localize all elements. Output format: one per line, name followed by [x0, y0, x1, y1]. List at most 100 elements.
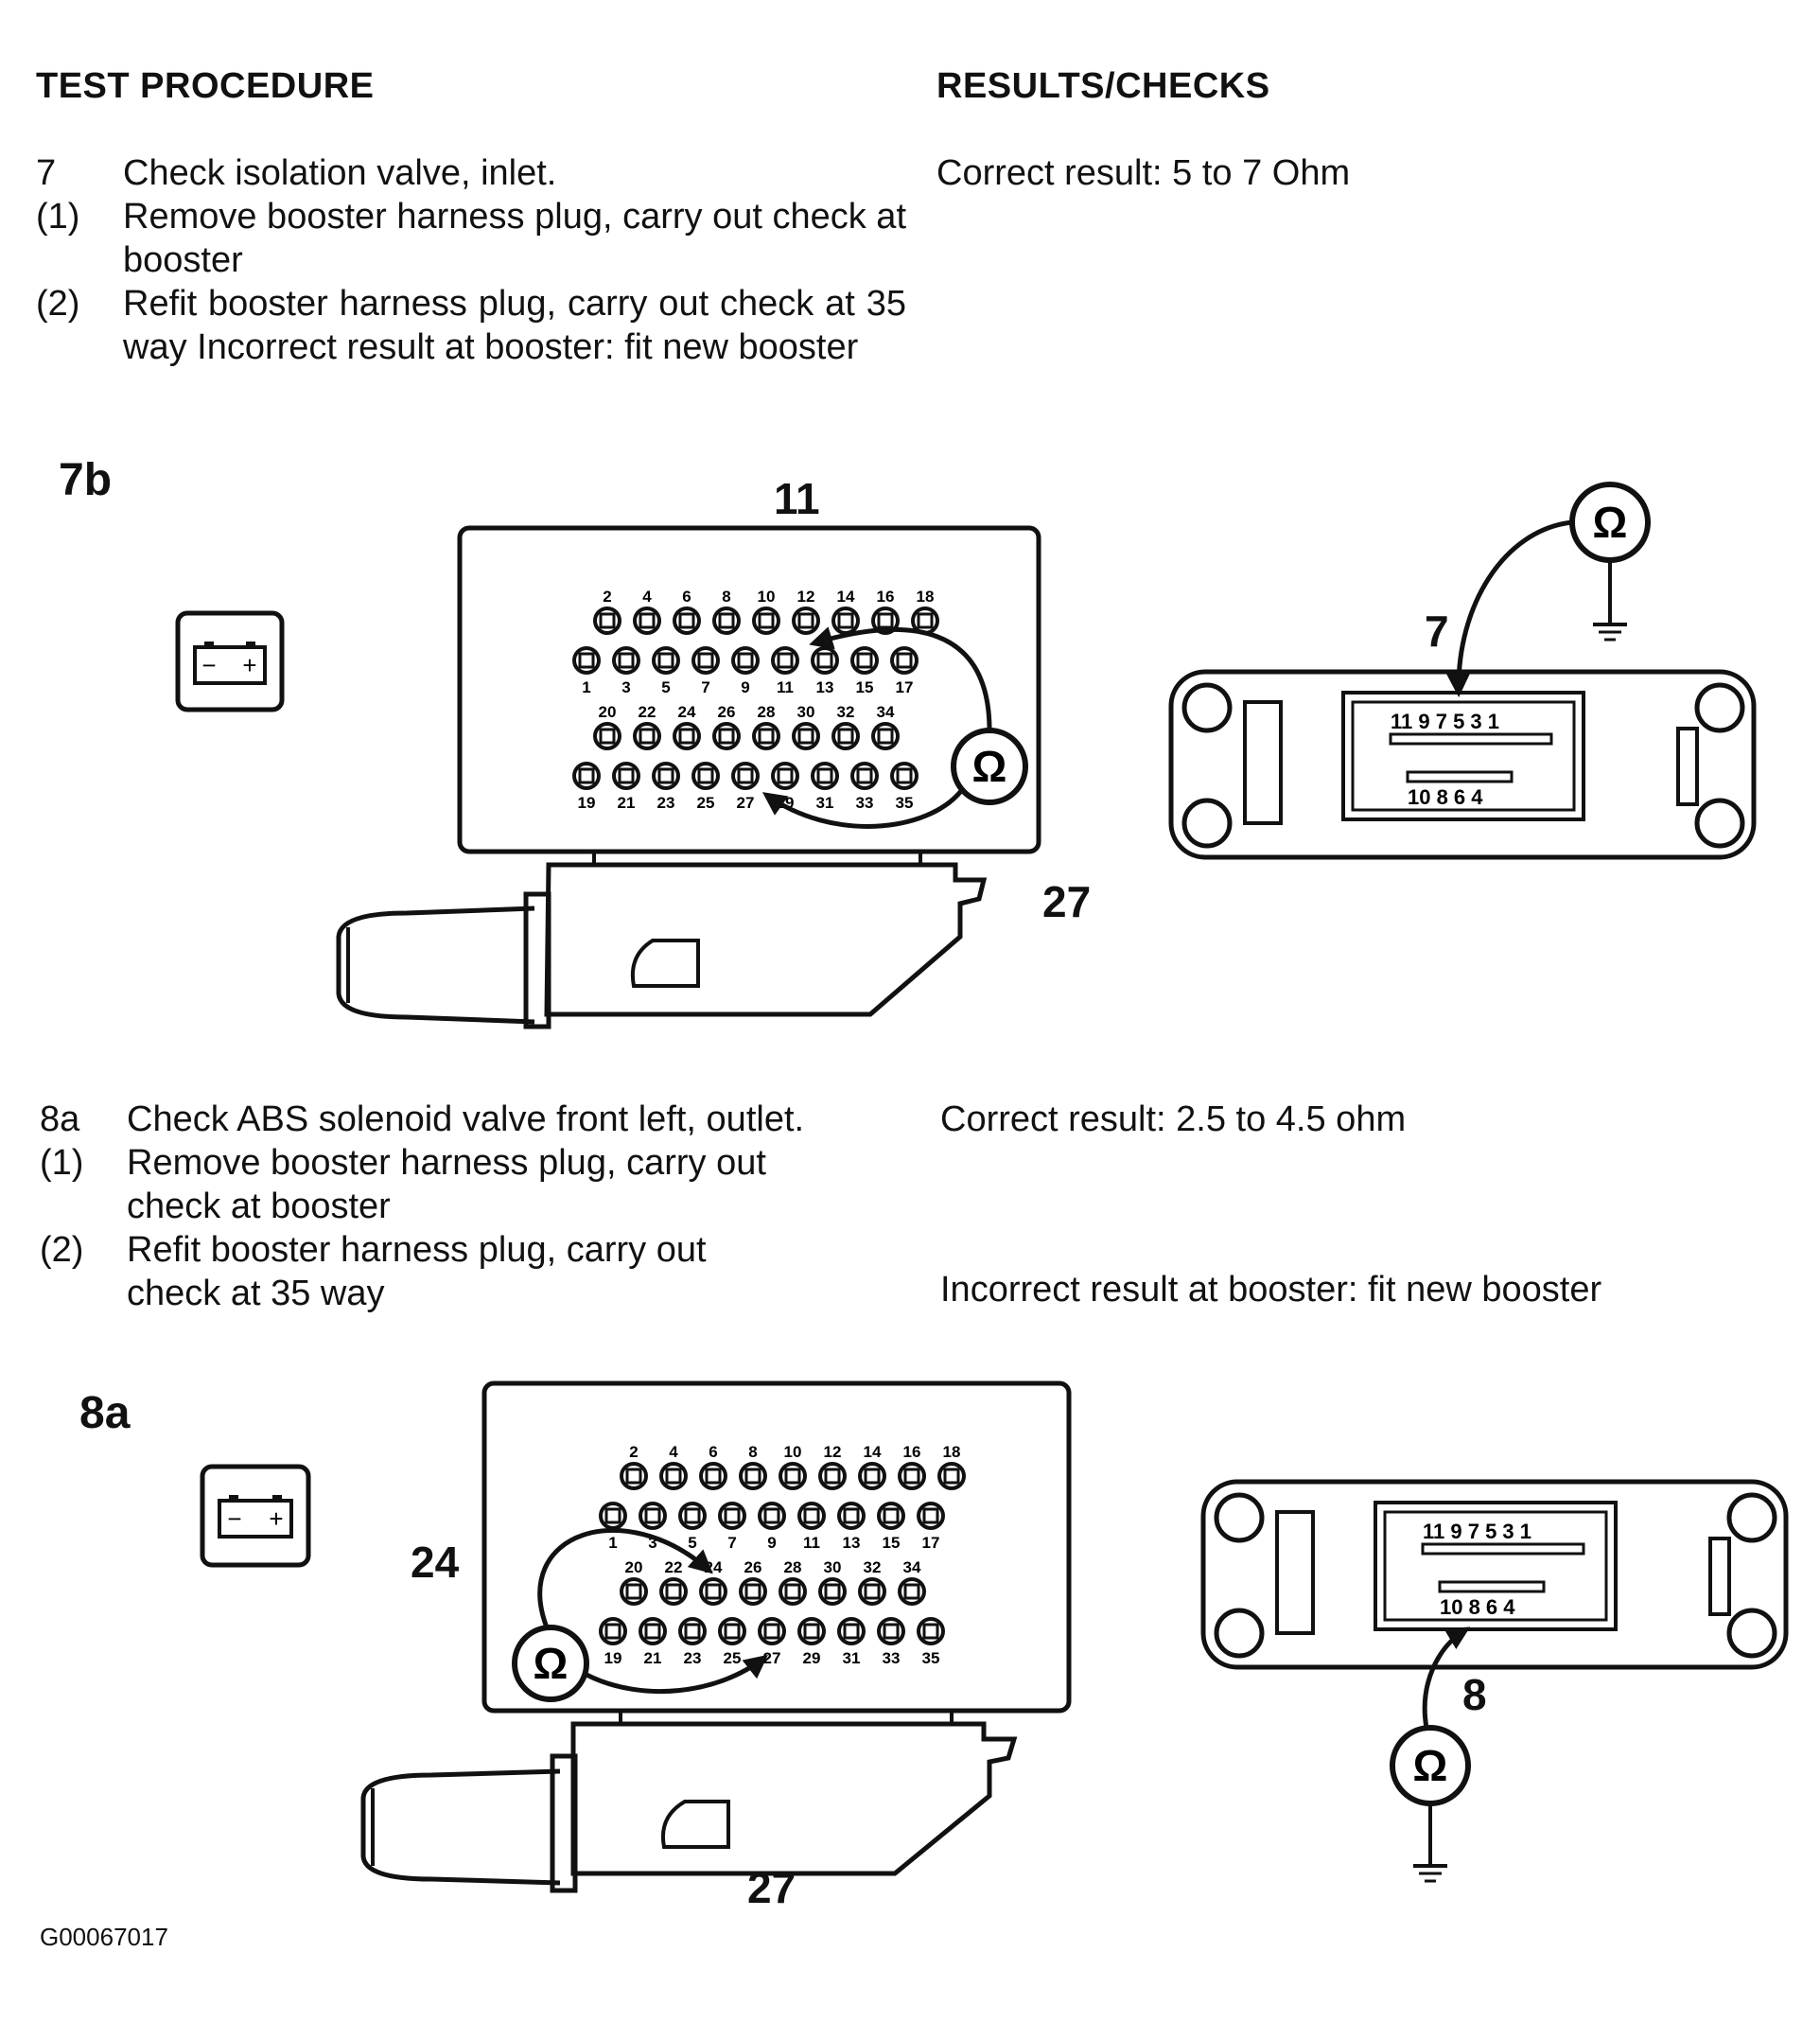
connector-pin: 34 [898, 1558, 926, 1606]
pin-number-label: 21 [644, 1649, 662, 1667]
substep-number: (2) [40, 1230, 84, 1270]
connector-pin: 16 [871, 588, 900, 635]
connector-pin: 13 [811, 646, 839, 696]
connector-pin: 26 [739, 1558, 767, 1606]
battery-icon: − + [200, 1464, 311, 1568]
figure-label-7b: 7b [59, 455, 113, 505]
harness-plug [360, 1709, 1018, 1893]
connector-pin: 16 [898, 1443, 926, 1490]
connector-pin: 20 [620, 1558, 648, 1606]
pin-number-label: 2 [629, 1443, 638, 1461]
pin-number-label: 8 [748, 1443, 757, 1461]
ohm-symbol: Ω [1413, 1741, 1448, 1790]
connector-pin: 2 [593, 588, 621, 635]
connector-pin: 30 [818, 1558, 847, 1606]
connector-pin: 21 [612, 762, 640, 812]
connector-pin: 28 [779, 1558, 807, 1606]
pin-number-label: 30 [824, 1558, 842, 1576]
pin-number-label: 9 [741, 678, 749, 696]
connector-pin: 1 [599, 1502, 627, 1552]
pin-number-label: 19 [578, 794, 596, 812]
connector-pin: 29 [797, 1617, 826, 1667]
pin-number-label: 13 [843, 1534, 861, 1552]
harness-plug [336, 850, 988, 1029]
pin-number-label: 4 [642, 588, 652, 606]
connector-pin: 8 [712, 588, 741, 635]
test-lead-to-pin-11 [809, 626, 992, 731]
booster-module: 11 9 7 5 3 1 10 8 6 4 [1200, 1479, 1789, 1670]
connector-pin: 2 [620, 1443, 648, 1490]
connector-pin: 5 [678, 1502, 707, 1552]
pin-number-label: 17 [896, 678, 914, 696]
ohm-symbol: Ω [972, 742, 1007, 791]
connector-pin: 33 [850, 762, 879, 812]
battery-plus-label: + [242, 651, 256, 679]
pin-number-label: 33 [856, 794, 874, 812]
ground-icon [1593, 560, 1627, 642]
connector-pin: 18 [911, 588, 939, 635]
pin-number-label: 10 [784, 1443, 802, 1461]
step-8a-result: Correct result: 2.5 to 4.5 ohm [940, 1099, 1407, 1139]
pin-number-label: 22 [665, 1558, 683, 1576]
pin-number-label: 19 [604, 1649, 622, 1667]
connector-pin: 23 [678, 1617, 707, 1667]
step-number: 7 [36, 153, 57, 193]
pin-number-label: 18 [943, 1443, 961, 1461]
connector-pin: 31 [837, 1617, 866, 1667]
step-text: Check ABS solenoid valve front left, out… [127, 1099, 805, 1139]
step-7-block: 7 Check isolation valve, inlet. (1) Remo… [36, 151, 906, 416]
substep-text: Refit booster harness plug, carry out ch… [127, 1230, 707, 1313]
ohmmeter-icon: Ω [512, 1625, 589, 1702]
booster-module: 11 9 7 5 3 1 10 8 6 4 [1168, 669, 1757, 860]
pin-number-label: 8 [722, 588, 730, 606]
test-lead-to-pin-27 [585, 1654, 768, 1695]
pin-number-label: 34 [903, 1558, 921, 1576]
connector-pin: 17 [917, 1502, 945, 1552]
ohmmeter-icon: Ω [951, 728, 1028, 805]
callout-pin-27: 27 [1042, 877, 1092, 926]
pin-number-label: 6 [709, 1443, 717, 1461]
pin-number-label: 32 [837, 703, 855, 721]
ohmmeter-icon: Ω [1390, 1725, 1471, 1806]
pin-number-label: 16 [903, 1443, 921, 1461]
connector-pin: 14 [858, 1443, 886, 1490]
figure-code: G00067017 [40, 1923, 168, 1951]
connector-pin: 17 [890, 646, 919, 696]
battery-plus-label: + [269, 1504, 283, 1533]
pin-number-label: 20 [625, 1558, 643, 1576]
substep-number: (2) [36, 284, 80, 324]
pin-number-label: 33 [883, 1649, 901, 1667]
pin-number-label: 9 [767, 1534, 776, 1552]
connector-pin: 11 [771, 646, 799, 696]
connector-pin: 9 [731, 646, 760, 696]
pin-number-label: 5 [661, 678, 670, 696]
connector-pin: 13 [837, 1502, 866, 1552]
connector-pin: 22 [659, 1558, 688, 1606]
pin-number-label: 16 [877, 588, 895, 606]
test-lead-to-booster-pin-7 [1446, 519, 1573, 697]
step-text: Check isolation valve, inlet. [123, 153, 557, 193]
connector-pin: 35 [890, 762, 919, 812]
figure-label-8a: 8a [79, 1388, 131, 1438]
test-lead-to-pin-24 [537, 1527, 713, 1628]
pin-number-label: 3 [648, 1534, 656, 1552]
connector-pin: 5 [652, 646, 680, 696]
callout-pin-24: 24 [411, 1538, 460, 1587]
pin-number-label: 14 [837, 588, 855, 606]
pin-number-label: 13 [816, 678, 834, 696]
pin-number-label: 23 [657, 794, 675, 812]
pin-number-label: 28 [784, 1558, 802, 1576]
substep-text: Remove booster harness plug, carry out c… [123, 197, 906, 280]
pin-number-label: 29 [803, 1649, 821, 1667]
connector-pin: 11 [797, 1502, 826, 1552]
pin-number-label: 15 [883, 1534, 901, 1552]
pin-number-label: 35 [922, 1649, 940, 1667]
pin-number-label: 24 [678, 703, 696, 721]
connector-pin: 20 [593, 703, 621, 750]
step-8a-incorrect: Incorrect result at booster: fit new boo… [940, 1270, 1602, 1310]
connector-pin: 7 [718, 1502, 746, 1552]
pin-number-label: 23 [684, 1649, 702, 1667]
